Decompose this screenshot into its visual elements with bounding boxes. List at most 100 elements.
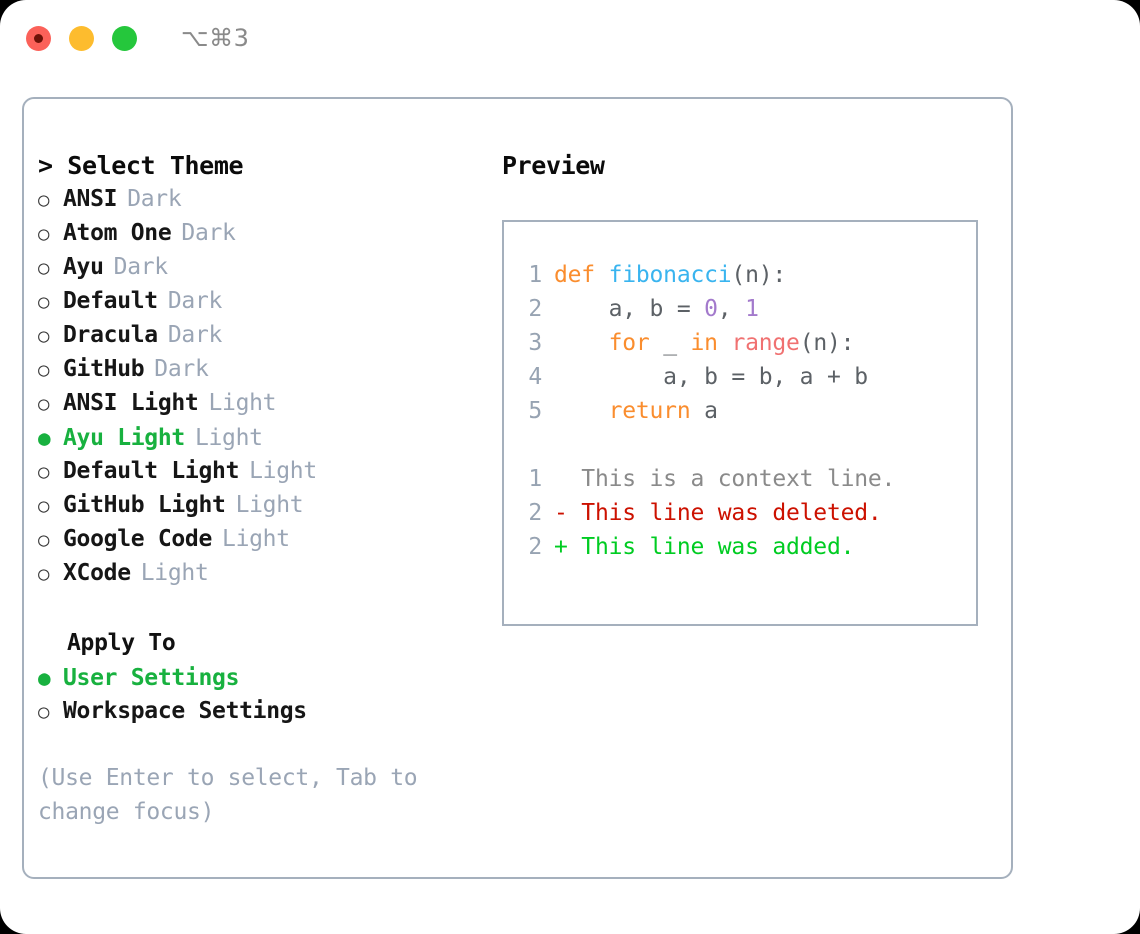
theme-option-xcode[interactable]: ○ XCode Light	[38, 557, 478, 591]
code-token: (n):	[799, 330, 855, 356]
code-line: 3 for _ in range(n):	[514, 330, 976, 364]
theme-name: Ayu Light	[63, 425, 185, 451]
theme-category-tag: Dark	[167, 288, 223, 314]
code-text: a, b = b, a + b	[554, 364, 868, 390]
theme-name: Default Light	[63, 458, 240, 484]
code-token: return	[608, 398, 691, 424]
close-button-icon[interactable]	[26, 25, 51, 51]
theme-name: ANSI	[63, 186, 118, 212]
theme-category-tag: Dark	[154, 356, 209, 382]
code-token: _	[649, 330, 691, 356]
code-token	[554, 398, 609, 424]
theme-category-tag: Light	[208, 390, 277, 416]
theme-name: ANSI Light	[63, 390, 199, 416]
code-line: 5 return a	[514, 398, 976, 432]
theme-category-tag: Light	[140, 560, 209, 586]
keyboard-shortcut-label: ⌥⌘3	[181, 24, 250, 52]
maximize-button-icon[interactable]	[112, 25, 137, 51]
radio-unselected-icon: ○	[38, 529, 50, 551]
theme-category-tag: Light	[249, 458, 317, 484]
radio-unselected-icon: ○	[38, 393, 50, 415]
theme-name: Google Code	[63, 526, 213, 552]
preview-header: Preview	[502, 151, 605, 180]
line-number: 2	[528, 500, 542, 526]
apply-to-title: Apply To	[67, 630, 176, 656]
diff-line-del: 2 - This line was deleted.	[514, 500, 976, 534]
theme-category-tag: Dark	[127, 186, 182, 212]
code-token: for	[608, 330, 650, 356]
line-number: 3	[528, 330, 542, 356]
theme-category-tag: Dark	[113, 254, 169, 280]
code-token: a, b =	[554, 296, 705, 322]
diff-body: This is a context line.	[581, 466, 896, 492]
code-text: for _ in range(n):	[554, 330, 855, 356]
code-token: ,	[717, 296, 746, 322]
apply-to-option-user-settings[interactable]: ●User Settings	[38, 661, 478, 695]
radio-unselected-icon: ○	[38, 563, 50, 585]
line-number: 4	[528, 364, 542, 390]
code-token	[718, 330, 732, 356]
radio-unselected-icon: ○	[38, 189, 50, 211]
minimize-button-icon[interactable]	[69, 25, 94, 51]
line-number: 5	[528, 398, 542, 424]
apply-to-label: Workspace Settings	[63, 698, 307, 724]
code-token: in	[690, 330, 718, 356]
line-number: 2	[528, 296, 542, 322]
diff-text: - This line was deleted.	[554, 500, 882, 526]
recording-dot-icon	[34, 33, 43, 43]
apply-to-list[interactable]: ●User Settings○Workspace Settings	[38, 661, 478, 729]
theme-category-tag: Dark	[167, 322, 223, 348]
code-token: def	[554, 262, 609, 288]
theme-option-default-light[interactable]: ○ Default Light Light	[38, 455, 478, 489]
code-token: (n):	[731, 262, 787, 288]
theme-option-default[interactable]: ○ Default Dark	[38, 285, 478, 319]
theme-name: XCode	[63, 560, 131, 586]
apply-to-section: Apply To ●User Settings○Workspace Settin…	[38, 625, 478, 729]
theme-option-dracula[interactable]: ○ Dracula Dark	[38, 319, 478, 353]
code-line: 4 a, b = b, a + b	[514, 364, 976, 398]
theme-name: Atom One	[63, 220, 172, 246]
theme-option-google-code[interactable]: ○ Google Code Light	[38, 523, 478, 557]
code-text: a, b = 0, 1	[554, 296, 759, 322]
theme-name: GitHub Light	[63, 492, 226, 518]
line-number: 1	[528, 262, 542, 288]
radio-selected-icon: ●	[38, 666, 51, 690]
diff-marker: -	[554, 500, 582, 526]
radio-unselected-icon: ○	[38, 461, 50, 483]
radio-selected-icon: ●	[38, 426, 51, 450]
theme-category-tag: Light	[222, 526, 290, 552]
code-token	[554, 330, 609, 356]
diff-text: + This line was added.	[554, 534, 854, 560]
code-text: return a	[554, 398, 718, 424]
diff-sample: 1 This is a context line.2- This line wa…	[514, 466, 976, 568]
radio-unselected-icon: ○	[38, 325, 50, 347]
theme-option-ansi[interactable]: ○ ANSI Dark	[38, 183, 478, 217]
code-token: range	[731, 330, 800, 356]
apply-to-option-workspace-settings[interactable]: ○Workspace Settings	[38, 695, 478, 729]
code-token: 1	[745, 296, 759, 322]
theme-name: Dracula	[63, 322, 158, 348]
code-token: a	[690, 398, 718, 424]
line-number: 2	[528, 534, 542, 560]
diff-line-add: 2 + This line was added.	[514, 534, 976, 568]
theme-option-ansi-light[interactable]: ○ ANSI Light Light	[38, 387, 478, 421]
select-theme-header: > Select Theme	[38, 151, 244, 180]
code-token: 0	[704, 296, 718, 322]
radio-unselected-icon: ○	[38, 495, 50, 517]
diff-marker	[554, 466, 581, 492]
radio-unselected-icon: ○	[38, 291, 50, 313]
code-token: a, b = b, a + b	[554, 364, 868, 390]
radio-unselected-icon: ○	[38, 223, 50, 245]
theme-name: Default	[63, 288, 158, 314]
diff-body: This line was added.	[581, 534, 855, 560]
keyboard-hint-text: (Use Enter to select, Tab to change focu…	[38, 765, 418, 825]
